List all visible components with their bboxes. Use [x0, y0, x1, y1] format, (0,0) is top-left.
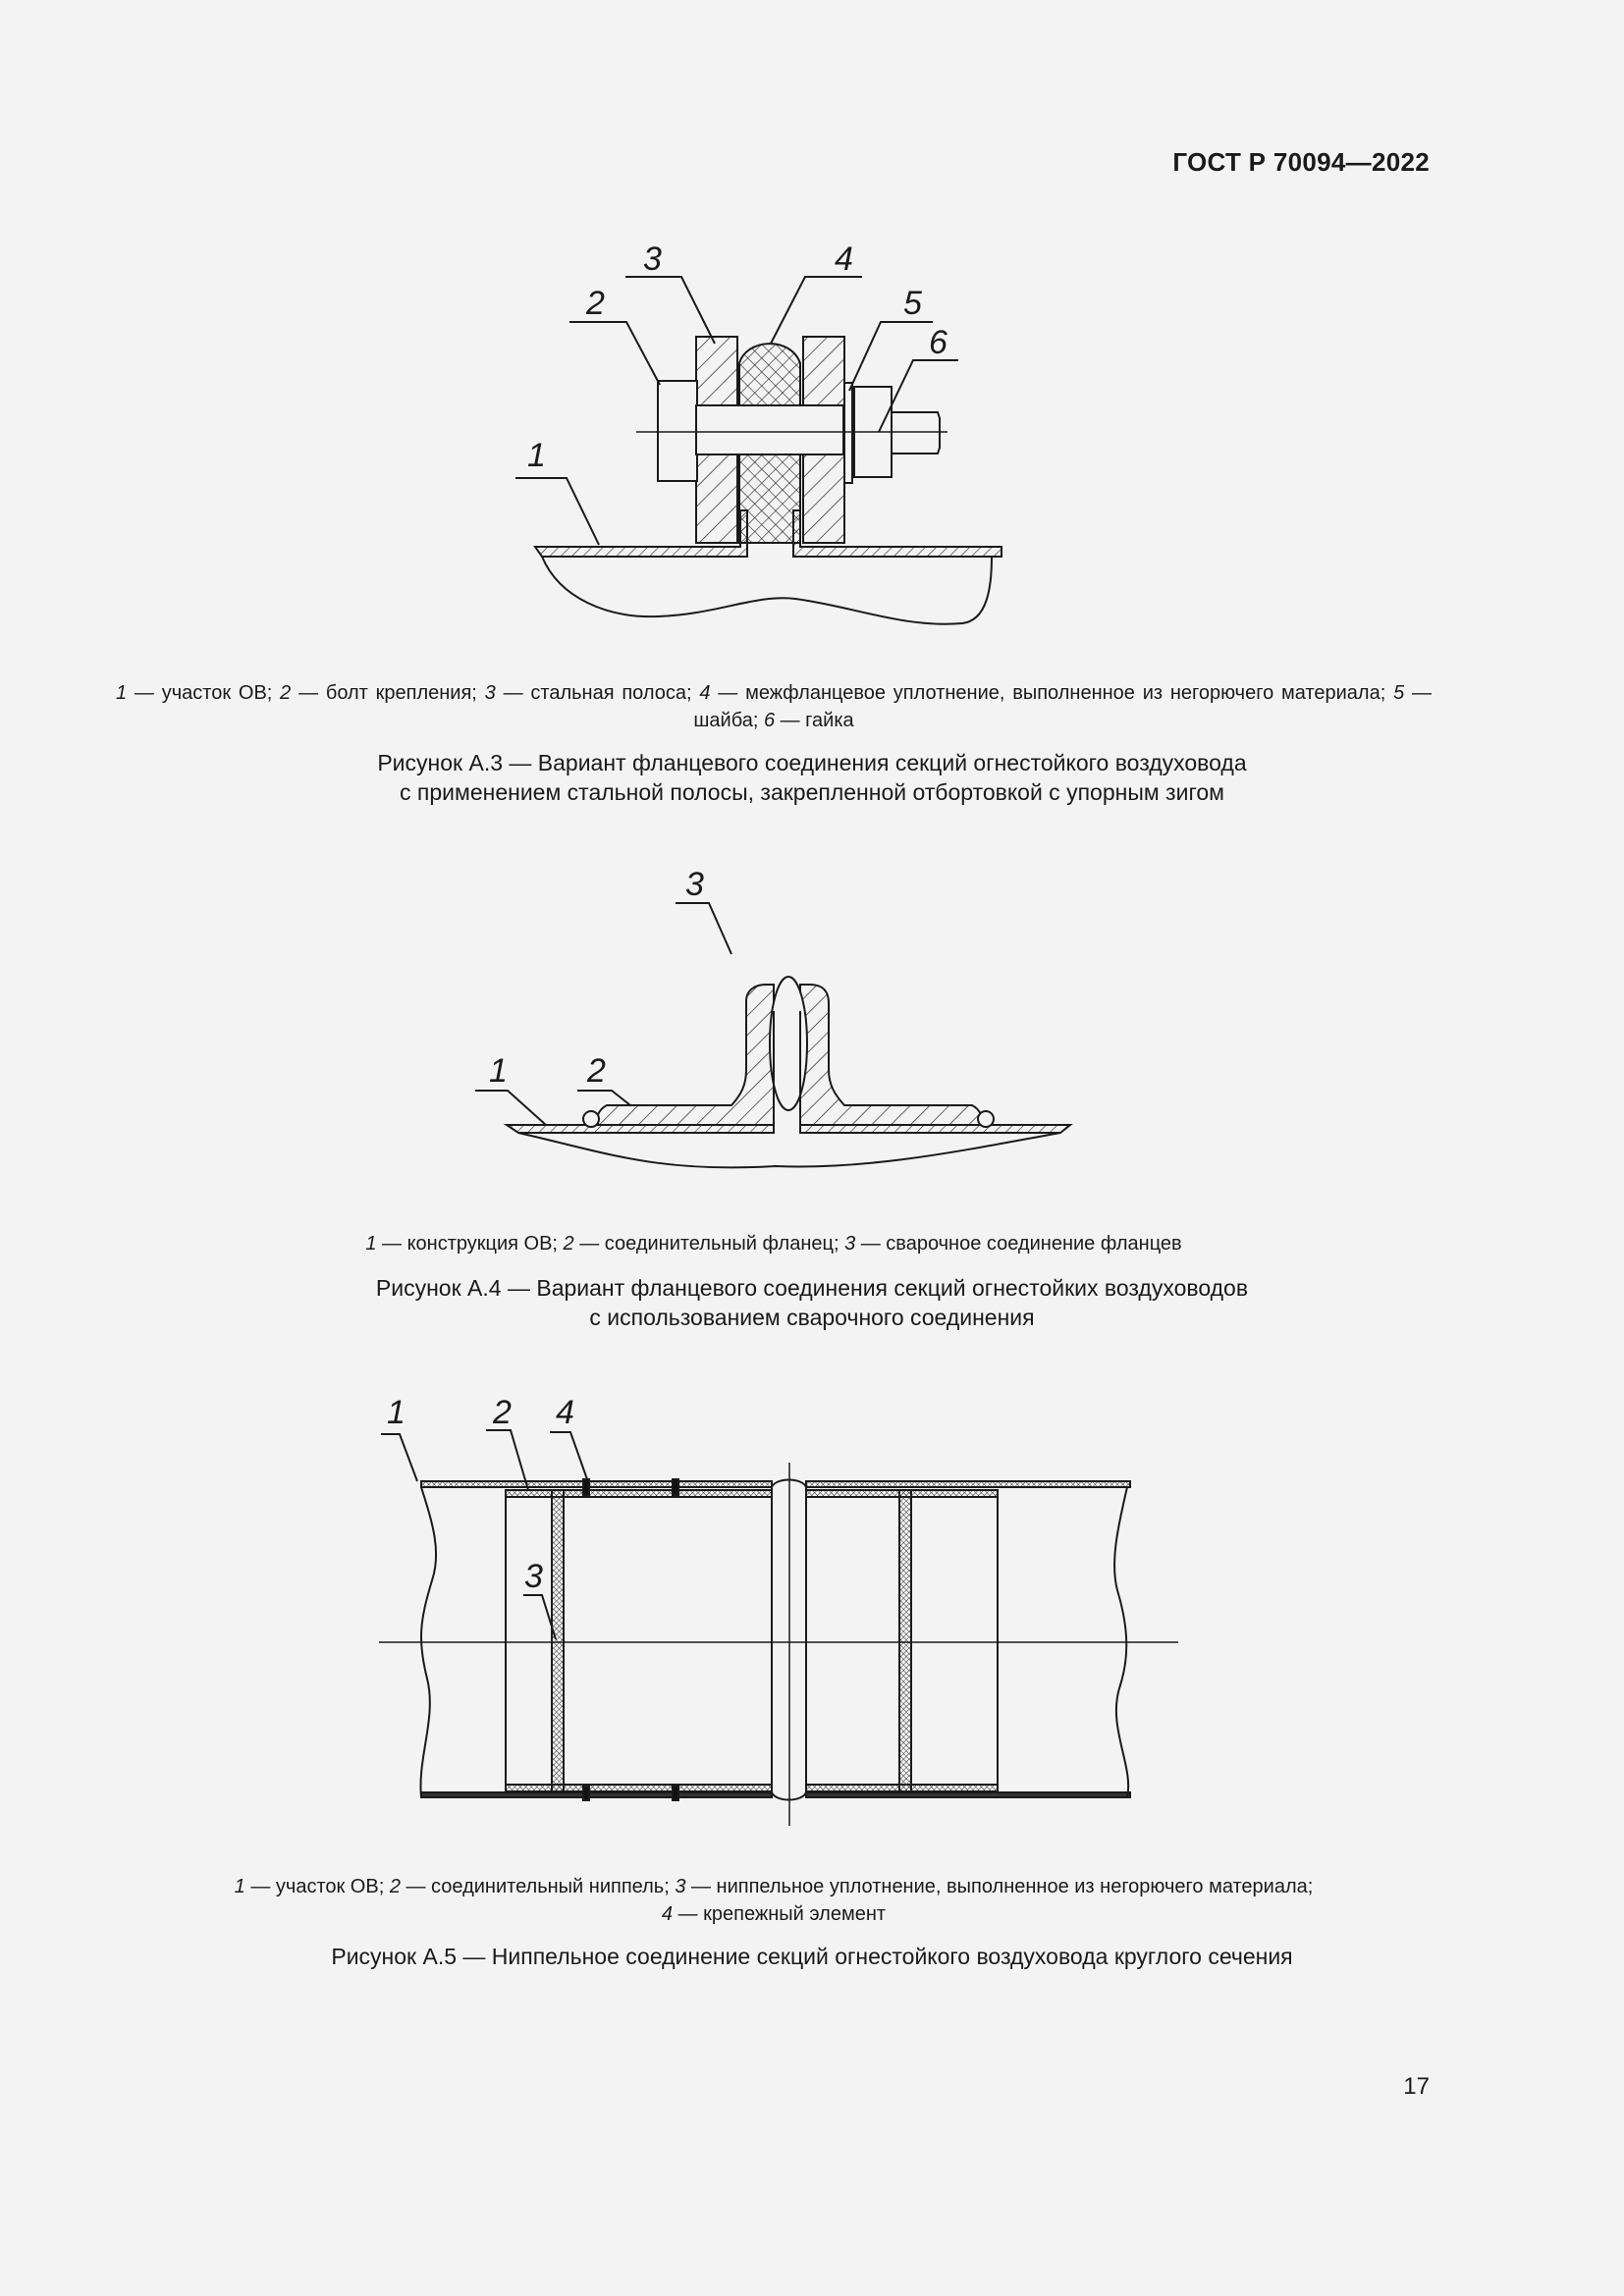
callout-2: 2	[585, 285, 605, 322]
figure-a5-drawing: 1 2 4 3	[379, 1394, 1178, 1826]
figure-a4-caption: Рисунок А.4 — Вариант фланцевого соедине…	[375, 1275, 1249, 1330]
figure-a5-legend: 1 — участок ОВ; 2 — соединительный ниппе…	[234, 1876, 1314, 1925]
callout-3: 3	[685, 866, 704, 903]
figure-a4-drawing: 1 2 3	[475, 866, 1073, 1169]
callout-4: 4	[556, 1394, 574, 1431]
figure-a3-legend: 1 — участок ОВ; 2 — болт крепления; 3 — …	[116, 682, 1433, 731]
callout-1: 1	[387, 1394, 406, 1431]
callout-3: 3	[524, 1558, 543, 1595]
callout-6: 6	[929, 324, 947, 361]
callout-5: 5	[903, 285, 922, 322]
figure-a3-caption: Рисунок А.3 — Вариант фланцевого соедине…	[377, 750, 1247, 805]
document-header: ГОСТ Р 70094—2022	[1172, 147, 1430, 177]
callout-1: 1	[527, 437, 546, 474]
figure-a5-caption: Рисунок А.5 — Ниппельное соединение секц…	[331, 1944, 1293, 1969]
callout-3: 3	[643, 240, 662, 278]
callout-1: 1	[489, 1052, 508, 1090]
figure-a4-legend: 1 — конструкция ОВ; 2 — соединительный ф…	[365, 1233, 1182, 1255]
callout-4: 4	[835, 240, 853, 278]
figure-a3-drawing: 1 2 3 4 5 6	[515, 240, 1002, 625]
page-number: 17	[1403, 2073, 1430, 2100]
callout-2: 2	[492, 1394, 512, 1431]
callout-2: 2	[586, 1052, 606, 1090]
